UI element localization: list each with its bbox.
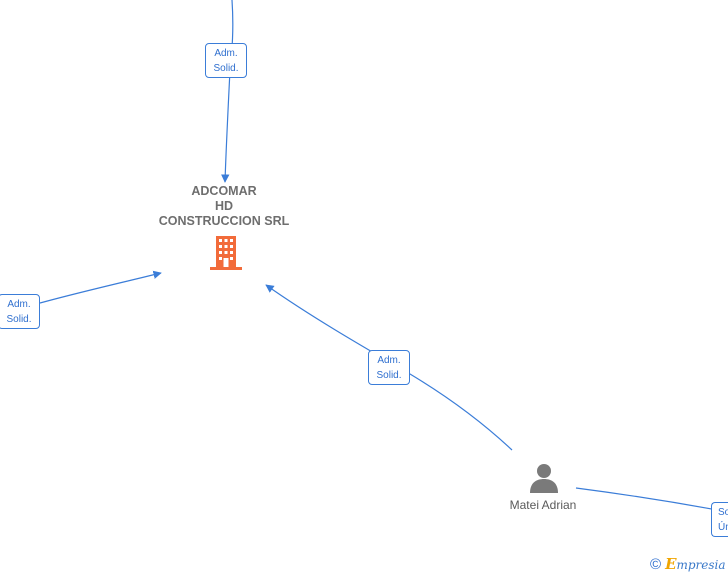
edge-label-right[interactable]: So Ún (711, 502, 728, 537)
edge-label-line: Solid. (6, 314, 32, 325)
edge-top-to-company (221, 0, 234, 183)
company-name-line: CONSTRUCCION SRL (158, 214, 290, 228)
company-name[interactable]: ADCOMAR HD CONSTRUCCION SRL (146, 184, 302, 229)
edge-label-left[interactable]: Adm. Solid. (0, 294, 40, 329)
building-icon[interactable] (210, 236, 242, 270)
person-icon[interactable] (529, 463, 559, 493)
brand-logo: Empresia (665, 555, 726, 573)
brand-rest: mpresia (676, 558, 726, 572)
edge-label-line: So (718, 507, 728, 518)
edge-label-top[interactable]: Adm. Solid. (205, 43, 247, 78)
edge-label-line: Adm. (7, 299, 31, 310)
edge-left-to-company (39, 270, 162, 304)
person-name[interactable]: Matei Adrian (509, 498, 577, 512)
watermark: © Empresia (650, 555, 726, 573)
edge-label-line: Ún (718, 522, 728, 533)
company-name-line: HD (214, 199, 234, 213)
brand-initial: E (665, 555, 677, 573)
edge-label-person[interactable]: Adm. Solid. (368, 350, 410, 385)
edge-label-line: Adm. (214, 48, 238, 59)
edge-label-line: Solid. (213, 63, 239, 74)
copyright-symbol: © (650, 555, 662, 573)
edge-label-line: Adm. (377, 355, 401, 366)
company-name-line: ADCOMAR (191, 184, 257, 198)
edge-label-line: Solid. (376, 370, 402, 381)
